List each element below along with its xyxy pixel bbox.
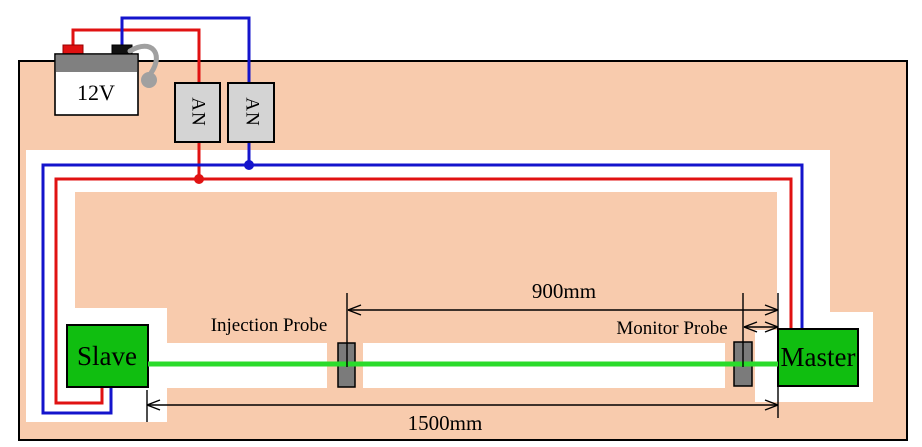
ground-lug-icon [141,72,157,88]
wire-blue-battery-to-an2 [120,16,251,84]
an2-box [227,82,275,143]
battery: 12V [54,43,159,116]
injection-probe-label: Injection Probe [211,315,328,336]
slave-box [66,324,149,388]
monitor-probe-label: Monitor Probe [616,318,727,339]
artificial-network-1: AN [174,82,221,143]
arrowhead-right-900-icon [764,304,779,316]
an2-label: AN [242,97,263,126]
blue-junction-dot [244,160,254,170]
wire-red-battery-to-an1 [71,28,201,84]
arrowhead-right-1500-icon [764,399,779,411]
slave-label: Slave [77,341,137,371]
battery-cap-band [56,55,137,72]
red-junction-dot [194,174,204,184]
an1-box [174,82,221,143]
inner-plane-block [75,192,777,343]
arrowhead-right-offset-icon [764,321,779,333]
arrowhead-left-900-icon [347,304,362,316]
artificial-network-2: AN [227,82,275,143]
dim-1500-label: 1500mm [408,411,483,435]
wire-red-loop [54,177,793,405]
arrowhead-left-1500-icon [146,399,161,411]
wire-blue-loop [41,163,804,415]
master-label: Master [781,342,856,372]
battery-ground-strap [127,43,159,76]
battery-label: 12V [77,80,115,105]
arrowhead-left-offset-icon [743,321,758,333]
slave-unit: Slave [66,324,149,388]
an1-label: AN [188,97,209,126]
master-box [777,328,859,387]
master-unit: Master [777,328,859,387]
dim-900-label: 900mm [532,279,596,303]
